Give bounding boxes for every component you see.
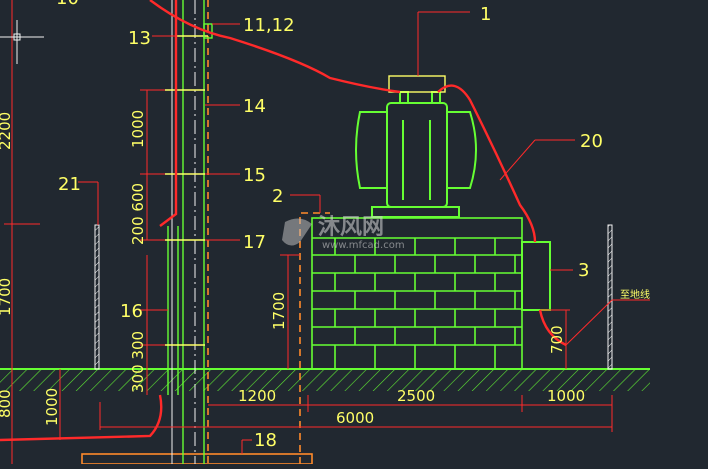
callout-15: 15 [243, 165, 266, 186]
dim-800: 800 [0, 389, 14, 418]
dim-200-600: 200 600 [129, 183, 147, 245]
crosshair-cursor-icon [0, 20, 44, 64]
callout-11-12: 11,12 [243, 15, 295, 36]
callout-14: 14 [243, 96, 266, 117]
callout-3: 3 [578, 260, 589, 281]
dim-2200: 2200 [0, 112, 14, 150]
base-plate [81, 453, 313, 465]
callout-17: 17 [243, 232, 266, 253]
dim-2500: 2500 [397, 387, 435, 405]
bushing-box [388, 75, 446, 93]
dim-1000-vertical: 1000 [129, 110, 147, 148]
dim-1700-mid: 1700 [270, 292, 288, 330]
callout-10: 10 [56, 0, 79, 9]
fence-right [607, 224, 613, 370]
watermark: 沐风网 www.mfcad.com [282, 215, 405, 251]
dim-1700-left: 1700 [0, 278, 14, 316]
dim-700: 700 [548, 325, 566, 354]
callout-20: 20 [580, 131, 603, 152]
utility-pole [165, 0, 213, 464]
dim-300-300: 300 300 [129, 331, 147, 393]
ground-wire-note: 至地线 [620, 288, 650, 301]
callout-1: 1 [480, 4, 491, 25]
callout-2: 2 [272, 186, 283, 207]
watermark-url: www.mfcad.com [322, 240, 405, 251]
callout-21: 21 [58, 174, 81, 195]
callout-13: 13 [128, 28, 151, 49]
dim-1000-low: 1000 [43, 388, 61, 426]
power-cable [0, 0, 567, 442]
brick-foundation [311, 217, 523, 370]
dim-1200: 1200 [238, 387, 276, 405]
dim-6000: 6000 [336, 409, 374, 427]
callout-16: 16 [120, 301, 143, 322]
fence-left [94, 224, 100, 370]
dimension-lines [4, 0, 650, 464]
meter-box [521, 241, 551, 311]
callout-18: 18 [254, 430, 277, 451]
dim-1000-horizontal: 1000 [547, 387, 585, 405]
transformer [355, 91, 477, 218]
watermark-brand: 沐风网 [318, 215, 384, 240]
